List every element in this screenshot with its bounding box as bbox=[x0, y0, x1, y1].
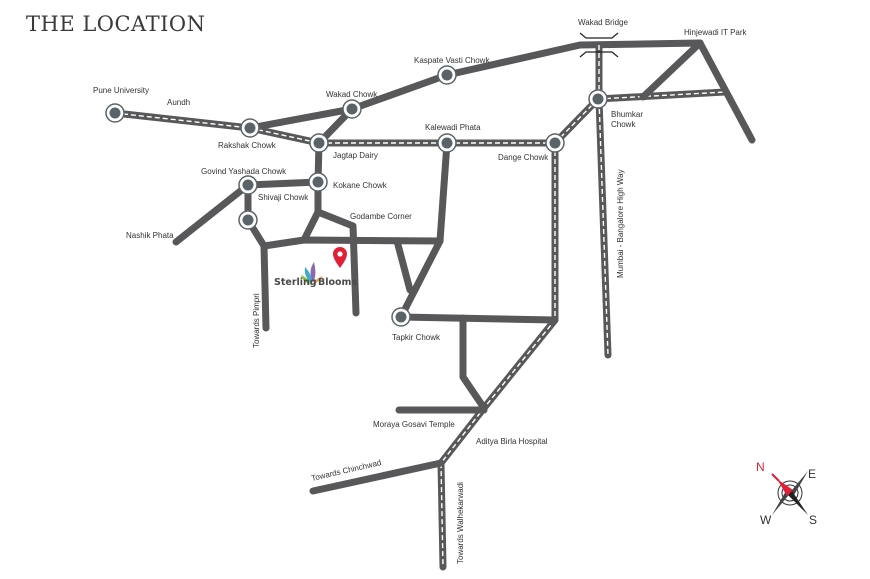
label-mumbai-bangalore-highway: Mumbai - Bangalore High Way bbox=[616, 169, 625, 278]
node-wakad-chowk bbox=[342, 99, 362, 119]
label-bhumkar-1: Bhumkar bbox=[611, 110, 643, 119]
compass-east: E bbox=[808, 467, 816, 481]
bridge-icon bbox=[579, 32, 619, 58]
label-aundh: Aundh bbox=[167, 98, 190, 107]
node-tapkir-chowk bbox=[391, 307, 411, 327]
node-shivaji-chowk bbox=[238, 210, 258, 230]
node-kalewadi-phata bbox=[437, 133, 457, 153]
label-dange-chowk: Dange Chowk bbox=[498, 153, 549, 162]
compass-south: S bbox=[809, 513, 817, 527]
label-aditya-birla-hospital: Aditya Birla Hospital bbox=[476, 437, 548, 446]
node-kokane-chowk bbox=[308, 172, 328, 192]
node-rakshak-chowk bbox=[240, 118, 260, 138]
compass-north: N bbox=[756, 460, 765, 474]
location-pin-icon[interactable] bbox=[333, 247, 347, 268]
project-logo: Sterling Blooms bbox=[274, 262, 357, 288]
label-kalewadi-phata: Kalewadi Phata bbox=[425, 123, 481, 132]
label-hinjewadi-it-park: Hinjewadi IT Park bbox=[684, 28, 748, 37]
label-pune-university: Pune University bbox=[93, 86, 149, 95]
place-labels: Pune University Aundh Rakshak Chowk Waka… bbox=[93, 18, 748, 564]
roads bbox=[111, 39, 756, 571]
compass-west: W bbox=[760, 513, 772, 527]
compass-icon: N E S W bbox=[756, 460, 817, 527]
label-kaspate-vasti-chowk: Kaspate Vasti Chowk bbox=[414, 56, 490, 65]
leaf-logo-icon bbox=[301, 262, 323, 285]
node-govind-yashada bbox=[238, 175, 258, 195]
project-name-part2: Blooms bbox=[318, 277, 357, 288]
label-shivaji-chowk: Shivaji Chowk bbox=[258, 193, 309, 202]
node-pune-university bbox=[105, 103, 125, 123]
label-bhumkar-2: Chowk bbox=[611, 120, 636, 129]
junction-nodes bbox=[105, 65, 608, 327]
label-towards-pimpri: Towards Pimpri bbox=[252, 293, 261, 348]
label-towards-walhekarwadi: Towards Walhekarwadi bbox=[456, 482, 465, 564]
node-dange-chowk bbox=[545, 133, 565, 153]
label-rakshak-chowk: Rakshak Chowk bbox=[218, 141, 277, 150]
label-govind-yashada-chowk: Govind Yashada Chowk bbox=[201, 167, 287, 176]
node-bhumkar-chowk bbox=[588, 89, 608, 109]
project-name-part1: Sterling bbox=[274, 277, 317, 288]
label-godambe-corner: Godambe Corner bbox=[350, 212, 412, 221]
node-jagtap-dairy bbox=[309, 133, 329, 153]
page-title: THE LOCATION bbox=[26, 12, 206, 36]
label-nashik-phata: Nashik Phata bbox=[126, 231, 174, 240]
label-jagtap-dairy: Jagtap Dairy bbox=[333, 151, 378, 160]
label-kokane-chowk: Kokane Chowk bbox=[333, 181, 388, 190]
label-wakad-bridge: Wakad Bridge bbox=[578, 18, 629, 27]
label-wakad-chowk: Wakad Chowk bbox=[326, 90, 378, 99]
label-moraya-gosavi-temple: Moraya Gosavi Temple bbox=[373, 420, 455, 429]
node-kaspate-vasti bbox=[437, 65, 457, 85]
label-tapkir-chowk: Tapkir Chowk bbox=[392, 333, 441, 342]
